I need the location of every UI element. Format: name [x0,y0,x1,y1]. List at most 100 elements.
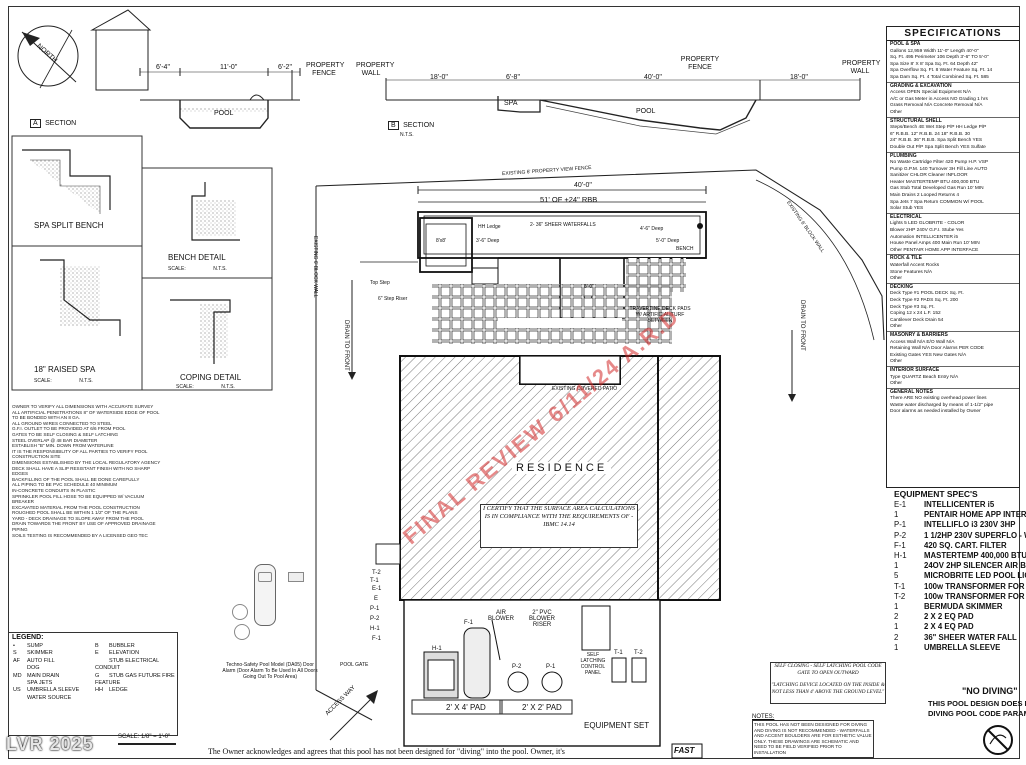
plan-hh-ledge: HH Ledge [478,224,501,230]
plan-top-step: Top Step [370,280,390,286]
equip-tag: P-1 [546,664,556,670]
note-line: G.F.I. OUTLET TO BE PROVIDED AT 6/6 FROM… [12,426,126,432]
note-line: SOILS TESTING IS RECOMMENDED BY A LICENS… [12,532,148,538]
plan-pool-gate: POOL GATE [340,662,369,668]
equipment-specs-title: EQUIPMENT SPEC'S [894,489,978,499]
legend-title: LEGEND: [12,634,44,641]
equip-tag: P-1 [370,606,380,612]
spec-general-notes: GENERAL NOTES There ARE NO existing over… [890,388,994,415]
specifications-table: SPECIFICATIONS POOL & SPA Gallons 12,959… [886,26,1020,488]
spec-title: SPECIFICATIONS [887,27,1019,41]
note-line: YARD - DECK DRAINAGE TO SLOPE AWAY FROM … [12,515,144,521]
gate-note-line1: SELF CLOSING - SELF LATCHING POOL CODE G… [774,663,882,676]
equip-tag: T-1 [614,650,623,656]
plan-wall-left: EXISTING 6' BLOCK WALL [312,236,318,298]
gate-note-line2: "LATCHING DEVICE LOCATED ON THE INSIDE &… [771,682,885,695]
note-line: ALL ARTIFICIAL PENETRATIONS 8" OF WATERS… [12,409,160,421]
detail-coping-scale: SCALE: N.T.S. [176,384,235,390]
section-b-dim-3: 40'-0" [644,74,662,81]
spec-interior: INTERIOR SURFACE Type QUARTZ Beach Entry… [887,367,1019,389]
section-b-tag: B SECTION N.T.S. [388,114,434,138]
plan-deep-4: 4'-6" Deep [640,226,664,232]
section-a-pool-label: POOL [214,110,234,117]
section-b-dim-4: 18'-0" [790,74,808,81]
spec-structural: STRUCTURAL SHELL Steps/Bench 4E Wet Step… [887,118,1019,153]
note-line: DIMENSIONS ESTABLISHED BY THE LOCAL REGU… [12,459,161,465]
detail-spa-split-bench: SPA SPLIT BENCH [34,221,104,230]
section-a-tag: A SECTION [30,112,76,130]
detail-coping-title: COPING DETAIL [180,373,242,382]
note-line: IT IS THE RESPONSIBILITY OF ALL PARTIES … [12,448,148,460]
note-line: BACKFILLING OF THE POOL SHALL BE DONE CA… [12,476,140,482]
residence-footprint [375,355,721,601]
plan-step-riser: 6" Step Riser [378,296,408,302]
equip-tag: E [374,596,379,602]
spec-plumbing: PLUMBING No Waste Cartridge Filter 420 P… [887,153,1019,214]
property-line [315,169,885,721]
note-line: ESTABLISH "B" MIN. DOWN FROM WATERLINE [12,443,114,449]
section-b-wall-left: PROPERTY WALL [356,62,395,77]
door-alarm-caption: Techno-Safety Pool Model (DA05) Door Ala… [222,662,318,680]
equip-tag: T-1 [370,578,379,584]
equip-latch-panel: SELF LATCHING CONTROL PANEL [580,652,606,676]
plan-drain-right: DRAIN TO FRONT [799,300,805,351]
note-line: ROUGHED POOL SHALL BE WITHIN 1 1/2" OF T… [12,510,138,516]
plan-spa-size: 8'x8' [436,238,446,244]
plan-waterfalls: 2- 36" SHEER WATERFALLS [530,222,596,228]
equip-tag: E-1 [372,586,382,592]
section-a-dim-2: 11'-0" [220,64,238,71]
section-b-dim-2: 6'-8" [506,74,520,81]
detail-raised-spa: 18" RAISED SPA [34,365,96,374]
section-a-fence-label: PROPERTY FENCE [306,62,345,77]
deck-pavers [432,284,672,344]
note-line: DECK SHALL HAVE A SLIP RESISTANT FINISH … [12,465,151,477]
section-a-dim-1: 6'-4" [156,64,170,71]
general-notes-list: OWNER TO VERIFY ALL DIMENSIONS WITH ACCU… [12,404,162,538]
certify-box: I CERTIFY THAT THE SURFACE AREA CALCULAT… [480,504,638,548]
legend-item: •SUMP [13,643,43,649]
section-b-dim-1: 18'-0" [430,74,448,81]
plan-drain-left: DRAIN TO FRONT [343,320,349,371]
section-b-pool: POOL [636,108,656,115]
legend-item: SPA JETS [27,680,53,687]
spec-decking: DECKING Deck Type #1 POOL DECK Sq. Ft.De… [887,284,1019,332]
note-line: IN-CONCRETE CONDUITS IN PLASTIC [12,487,96,493]
legend-item: WATER SOURCE [27,694,72,701]
equipment-area [403,599,661,747]
north-arrow [17,25,79,89]
spec-grading: GRADING & EXCAVATION Access OPEN Special… [887,83,1019,118]
owner-acknowledgement: The Owner acknowledges and agrees that t… [208,747,565,756]
spec-electrical: ELECTRICAL Lights 5 LED GLOBRITE - COLOR… [887,214,1019,256]
equip-tag: P-2 [370,616,380,622]
drain-arrows [348,280,796,402]
fast-logo: FAST [674,746,695,755]
section-b-spa: SPA [504,100,518,107]
section-b-wall-right: PROPERTY WALL [842,60,881,75]
note-line: ALL GROUND WIRES CONNECTED TO STEEL [12,420,112,426]
residence-label: RESIDENCE [512,462,612,474]
equip-tag: H-1 [432,646,442,652]
spec-pool-spa: POOL & SPA Gallons 12,959 Width 11'-0" L… [887,41,1019,83]
mls-watermark: LVR 2025 [6,734,94,754]
section-a-dim-3: 6'-2" [278,64,292,71]
note-line: GATES TO BE SELF CLOSING & SELF LATCHING [12,431,119,437]
plan-rbb-dim: 51' OF +24" RBB [540,195,598,204]
no-diving-icon [983,725,1013,755]
